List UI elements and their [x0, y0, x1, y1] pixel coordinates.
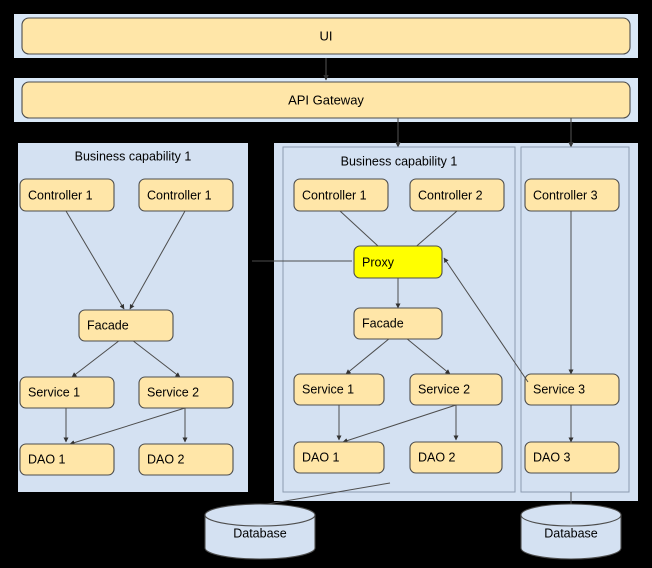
edge-mid-facade-to-service1	[345, 337, 391, 375]
node-mid-service-2-box[interactable]	[409, 373, 503, 406]
node-left-facade-box[interactable]	[78, 309, 174, 342]
node-right-controller-3[interactable]: Controller 3	[524, 178, 620, 212]
band-ui-box[interactable]	[21, 17, 631, 55]
node-right-dao-3[interactable]: DAO 3	[524, 441, 620, 474]
node-mid-dao-2-label: DAO 2	[418, 450, 456, 464]
node-left-dao-2-label: DAO 2	[147, 452, 185, 466]
node-right-controller-3-label: Controller 3	[533, 188, 598, 202]
database-right[interactable]: Database	[520, 503, 622, 560]
node-mid-facade-label: Facade	[362, 316, 404, 330]
node-mid-controller-2[interactable]: Controller 2	[409, 178, 505, 212]
database-left-cylinder-top	[204, 503, 316, 527]
node-mid-dao-1-box[interactable]	[293, 441, 385, 474]
node-left-facade[interactable]: Facade	[78, 309, 174, 342]
node-left-dao-2[interactable]: DAO 2	[138, 443, 234, 476]
node-left-dao-2-box[interactable]	[138, 443, 234, 476]
node-left-service-2-label: Service 2	[147, 385, 199, 399]
edge-service3-to-proxy	[443, 257, 529, 383]
node-mid-proxy[interactable]: Proxy	[353, 245, 443, 279]
node-right-service-3-box[interactable]	[524, 373, 620, 406]
panel-middle-capability-title: Business capability 1	[341, 154, 458, 168]
node-left-service-1-box[interactable]	[19, 376, 115, 409]
node-mid-service-2-label: Service 2	[418, 382, 470, 396]
edge-left-service2-to-dao1	[69, 407, 186, 446]
edge-left-facade-to-service2	[131, 339, 181, 378]
database-left[interactable]: Database	[204, 503, 316, 560]
node-mid-dao-2[interactable]: DAO 2	[409, 441, 503, 474]
node-right-dao-3-box[interactable]	[524, 441, 620, 474]
node-mid-controller-1-label: Controller 1	[302, 188, 367, 202]
panel-right-capability[interactable]: Controller 3 Service 3 DAO 3	[520, 146, 630, 493]
node-left-controller-1b[interactable]: Controller 1	[138, 178, 234, 212]
node-mid-proxy-label: Proxy	[362, 255, 395, 269]
node-mid-controller-1[interactable]: Controller 1	[293, 178, 389, 212]
band-ui-label: UI	[320, 28, 333, 43]
node-mid-service-1-label: Service 1	[302, 382, 354, 396]
node-mid-controller-2-box[interactable]	[409, 178, 505, 212]
band-api-gateway-box[interactable]	[21, 81, 631, 119]
node-left-controller-1[interactable]: Controller 1	[19, 178, 115, 212]
node-left-controller-1-label: Controller 1	[28, 188, 93, 202]
edge-left-facade-to-service1	[71, 339, 121, 378]
node-mid-facade-box[interactable]	[353, 307, 443, 340]
band-ui[interactable]: UI	[14, 14, 638, 58]
node-mid-proxy-box[interactable]	[353, 245, 443, 279]
node-mid-facade[interactable]: Facade	[353, 307, 443, 340]
node-right-service-3-label: Service 3	[533, 382, 585, 396]
node-mid-dao-1[interactable]: DAO 1	[293, 441, 385, 474]
panel-left-capability-title: Business capability 1	[75, 149, 192, 163]
panel-left-capability[interactable]: Business capability 1 Controller 1 Contr…	[18, 143, 248, 492]
node-left-dao-1[interactable]: DAO 1	[19, 443, 115, 476]
database-right-cylinder-top	[520, 503, 622, 527]
node-left-service-1-label: Service 1	[28, 385, 80, 399]
node-right-controller-3-box[interactable]	[524, 178, 620, 212]
node-mid-service-1-box[interactable]	[293, 373, 385, 406]
node-right-service-3[interactable]: Service 3	[524, 373, 620, 406]
database-left-label: Database	[233, 526, 287, 540]
edge-mid-facade-to-service2	[405, 337, 451, 375]
edge-middle-panel-to-database-left	[261, 482, 391, 506]
band-api-gateway-label: API Gateway	[288, 92, 364, 107]
band-api-gateway[interactable]: API Gateway	[14, 78, 638, 122]
database-right-label: Database	[544, 526, 598, 540]
node-mid-service-1[interactable]: Service 1	[293, 373, 385, 406]
edge-left-controller1b-to-facade	[129, 210, 186, 310]
database-right-cylinder-body[interactable]	[520, 514, 622, 560]
database-left-cylinder-body[interactable]	[204, 514, 316, 560]
node-mid-controller-1-box[interactable]	[293, 178, 389, 212]
node-left-service-1[interactable]: Service 1	[19, 376, 115, 409]
node-left-controller-1b-label: Controller 1	[147, 188, 212, 202]
node-left-facade-label: Facade	[87, 318, 129, 332]
edge-left-controller1-to-facade	[65, 210, 125, 310]
panel-middle-capability[interactable]: Business capability 1 Controller 1 Contr…	[282, 146, 516, 493]
node-left-service-2-box[interactable]	[138, 376, 234, 409]
node-mid-dao-2-box[interactable]	[409, 441, 503, 474]
node-left-dao-1-label: DAO 1	[28, 452, 66, 466]
node-mid-service-2[interactable]: Service 2	[409, 373, 503, 406]
node-left-controller-1-box[interactable]	[19, 178, 115, 212]
node-right-dao-3-label: DAO 3	[533, 450, 571, 464]
node-mid-dao-1-label: DAO 1	[302, 450, 340, 464]
node-left-dao-1-box[interactable]	[19, 443, 115, 476]
node-left-controller-1b-box[interactable]	[138, 178, 234, 212]
node-mid-controller-2-label: Controller 2	[418, 188, 483, 202]
node-left-service-2[interactable]: Service 2	[138, 376, 234, 409]
edge-mid-service2-to-dao1	[342, 404, 457, 443]
